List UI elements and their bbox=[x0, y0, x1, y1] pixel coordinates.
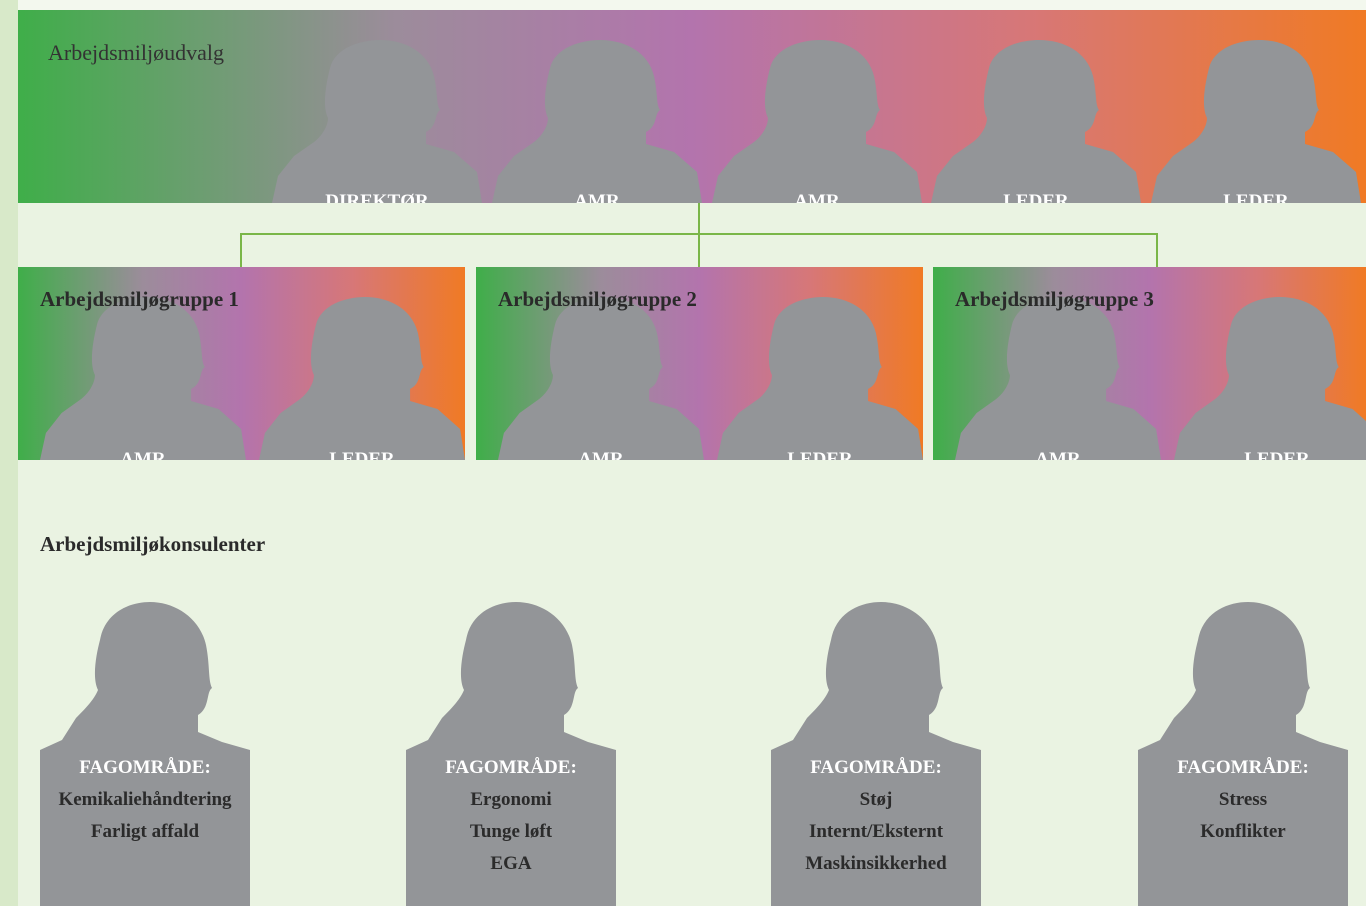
person-silhouette-icon bbox=[1174, 297, 1366, 460]
person-figure: AMR bbox=[955, 295, 1161, 460]
group-title: Arbejdsmiljøgruppe 3 bbox=[955, 287, 1154, 311]
person-silhouette-icon bbox=[717, 297, 923, 460]
committee-title: Arbejdsmiljøudvalg bbox=[48, 40, 224, 65]
person-silhouette-icon bbox=[1151, 40, 1361, 203]
person-silhouette-icon bbox=[40, 297, 246, 460]
top-margin-strip bbox=[18, 0, 1366, 10]
consultant-area-line: Konflikter bbox=[1200, 821, 1286, 842]
role-label: AMR bbox=[120, 449, 166, 460]
person-silhouette-icon bbox=[272, 40, 482, 203]
person-figure: DIREKTØR bbox=[272, 38, 482, 203]
person-silhouette-icon bbox=[931, 40, 1141, 203]
group-title: Arbejdsmiljøgruppe 1 bbox=[40, 287, 239, 311]
consultant-area-line: Støj bbox=[859, 789, 893, 810]
consultant-heading: FAGOMRÅDE: bbox=[79, 757, 211, 778]
committee-panel: Arbejdsmiljøudvalg DIREKTØR AMR AMR LEDER LE… bbox=[18, 10, 1366, 203]
consultant-area-line: EGA bbox=[490, 853, 532, 874]
role-label: LEDER bbox=[1003, 191, 1069, 203]
person-silhouette-icon bbox=[712, 40, 922, 203]
role-label: LEDER bbox=[1223, 191, 1289, 203]
role-label: AMR bbox=[1035, 449, 1081, 460]
role-label: AMR bbox=[574, 191, 620, 203]
connector-trunk bbox=[698, 203, 700, 235]
left-margin-strip bbox=[0, 0, 18, 906]
connector-group-2 bbox=[698, 233, 700, 267]
person-silhouette-icon bbox=[1138, 602, 1348, 906]
connector-group-3 bbox=[1156, 233, 1158, 267]
role-label: LEDER bbox=[787, 449, 853, 460]
group-title: Arbejdsmiljøgruppe 2 bbox=[498, 287, 697, 311]
person-figure: LEDER bbox=[931, 38, 1141, 203]
person-figure: LEDER bbox=[717, 295, 923, 460]
person-silhouette-icon bbox=[406, 602, 616, 906]
person-silhouette-icon bbox=[492, 40, 702, 203]
consultant-area-line: Kemikaliehåndtering bbox=[58, 789, 232, 810]
person-figure: AMR bbox=[498, 295, 704, 460]
person-figure: LEDER bbox=[1151, 38, 1361, 203]
connector-group-1 bbox=[240, 233, 242, 267]
consultant-heading: FAGOMRÅDE: bbox=[1177, 757, 1309, 778]
person-silhouette-icon bbox=[259, 297, 465, 460]
role-label: AMR bbox=[578, 449, 624, 460]
group-panel-1: Arbejdsmiljøgruppe 1 AMR LEDER bbox=[18, 267, 465, 460]
consultant-area-line: Tunge løft bbox=[469, 821, 553, 842]
person-figure: AMR bbox=[492, 38, 702, 203]
person-figure: AMR bbox=[40, 295, 246, 460]
consultant-area-line: Stress bbox=[1218, 789, 1268, 810]
role-label: AMR bbox=[794, 191, 840, 203]
group-panel-2: Arbejdsmiljøgruppe 2 AMR LEDER bbox=[476, 267, 923, 460]
role-label: DIREKTØR bbox=[325, 191, 429, 203]
person-figure: LEDER bbox=[259, 295, 465, 460]
person-silhouette-icon bbox=[955, 297, 1161, 460]
person-silhouette-icon bbox=[498, 297, 704, 460]
consultant-area-line: Maskinsikkerhed bbox=[805, 853, 947, 874]
consultants-title: Arbejdsmiljøkonsulenter bbox=[40, 532, 266, 556]
person-figure: AMR bbox=[712, 38, 922, 203]
person-figure: LEDER bbox=[1174, 295, 1366, 460]
consultant-heading: FAGOMRÅDE: bbox=[810, 757, 942, 778]
consultant-area-line: Ergonomi bbox=[470, 789, 552, 810]
consultant-area-line: Internt/Eksternt bbox=[808, 821, 944, 842]
group-panel-3: Arbejdsmiljøgruppe 3 AMR LEDER bbox=[933, 267, 1366, 460]
consultant-heading: FAGOMRÅDE: bbox=[445, 757, 577, 778]
person-silhouette-icon bbox=[771, 602, 981, 906]
role-label: LEDER bbox=[1244, 449, 1310, 460]
role-label: LEDER bbox=[329, 449, 395, 460]
consultant-area-line: Farligt affald bbox=[90, 821, 200, 842]
person-silhouette-icon bbox=[40, 602, 250, 906]
